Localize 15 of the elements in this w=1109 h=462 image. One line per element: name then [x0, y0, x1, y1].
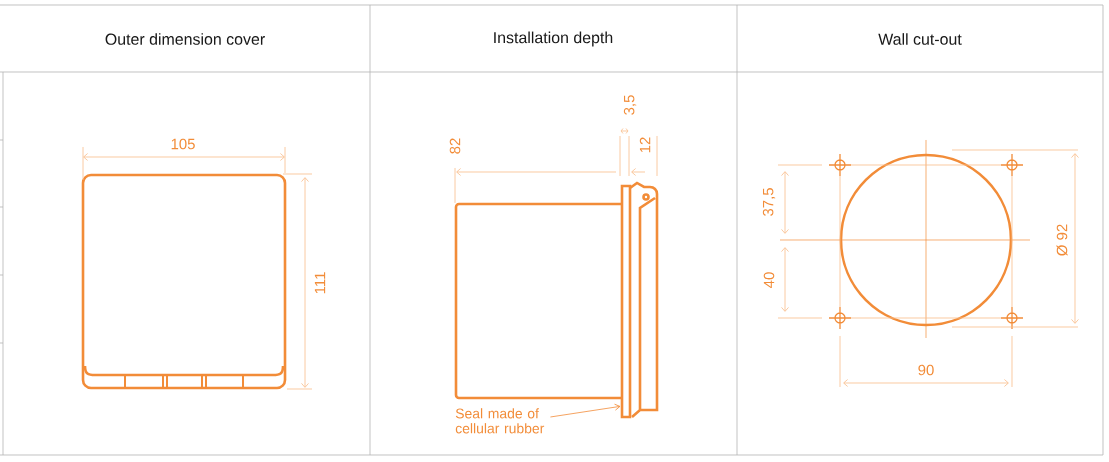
callout-text: Seal made of cellular rubber	[455, 408, 545, 434]
column-header: Wall cut-out	[878, 33, 962, 45]
dimension-label: 37,5	[762, 188, 776, 216]
leader-line	[550, 403, 621, 418]
column-header: Outer dimension cover	[105, 33, 265, 45]
dimension-label: 105	[171, 138, 195, 150]
dimension-label: 12	[639, 137, 651, 153]
dimension-label: 40	[763, 272, 775, 288]
dimension-label: Ø 92	[1056, 224, 1068, 256]
seal-strip	[620, 184, 632, 419]
dimension-label: 82	[449, 138, 461, 154]
dimension-label: 90	[918, 364, 934, 376]
dimension-label: 111	[314, 272, 326, 294]
column-header: Installation depth	[494, 31, 613, 47]
dimension-label: 3,5	[623, 95, 637, 115]
